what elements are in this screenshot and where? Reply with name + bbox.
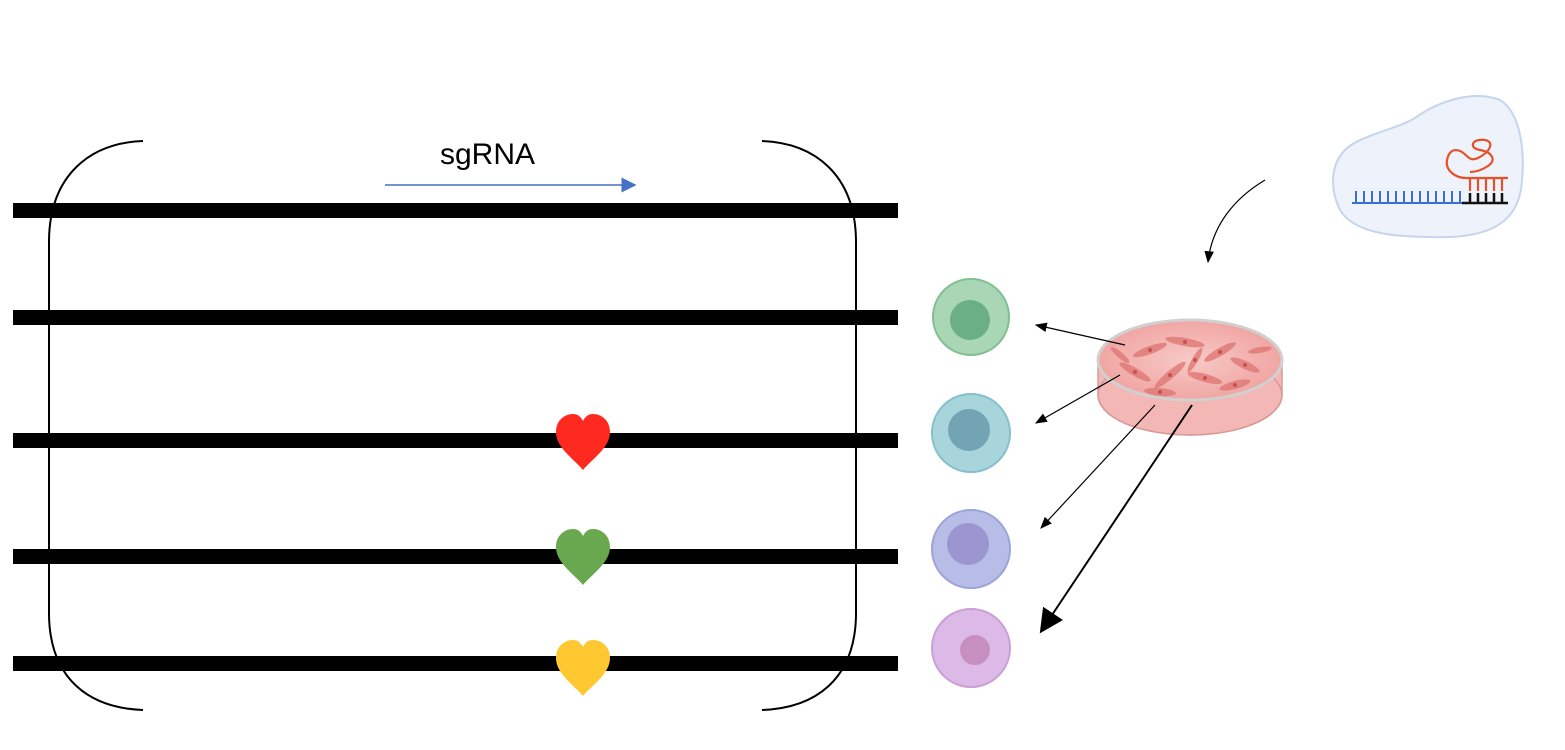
strand-5 bbox=[13, 656, 898, 671]
arrow-to-pink-cell bbox=[1039, 404, 1193, 634]
sgrna-label: sgRNA bbox=[439, 138, 536, 171]
strand-2 bbox=[13, 310, 898, 325]
red-heart-icon bbox=[556, 414, 610, 470]
right-bracket bbox=[761, 140, 857, 711]
arrow-to-green-cell bbox=[1034, 322, 1126, 346]
cell-lavender-icon bbox=[931, 509, 1011, 589]
yellow-heart-icon bbox=[556, 640, 610, 696]
sgrna-complex-icon bbox=[1332, 95, 1524, 239]
green-heart-icon bbox=[556, 529, 610, 585]
strand-3 bbox=[13, 433, 898, 448]
curved-arrow-to-dish bbox=[1204, 179, 1266, 264]
cell-teal-icon bbox=[931, 393, 1011, 473]
strand-1 bbox=[13, 203, 898, 218]
arrow-to-teal-cell bbox=[1034, 374, 1121, 424]
arrow-to-lavender-cell bbox=[1040, 404, 1156, 529]
left-bracket bbox=[48, 140, 144, 711]
strand-4 bbox=[13, 549, 898, 564]
cell-green-icon bbox=[932, 278, 1010, 356]
petri-dish-icon bbox=[1096, 318, 1284, 436]
cell-pink-icon bbox=[931, 608, 1011, 688]
